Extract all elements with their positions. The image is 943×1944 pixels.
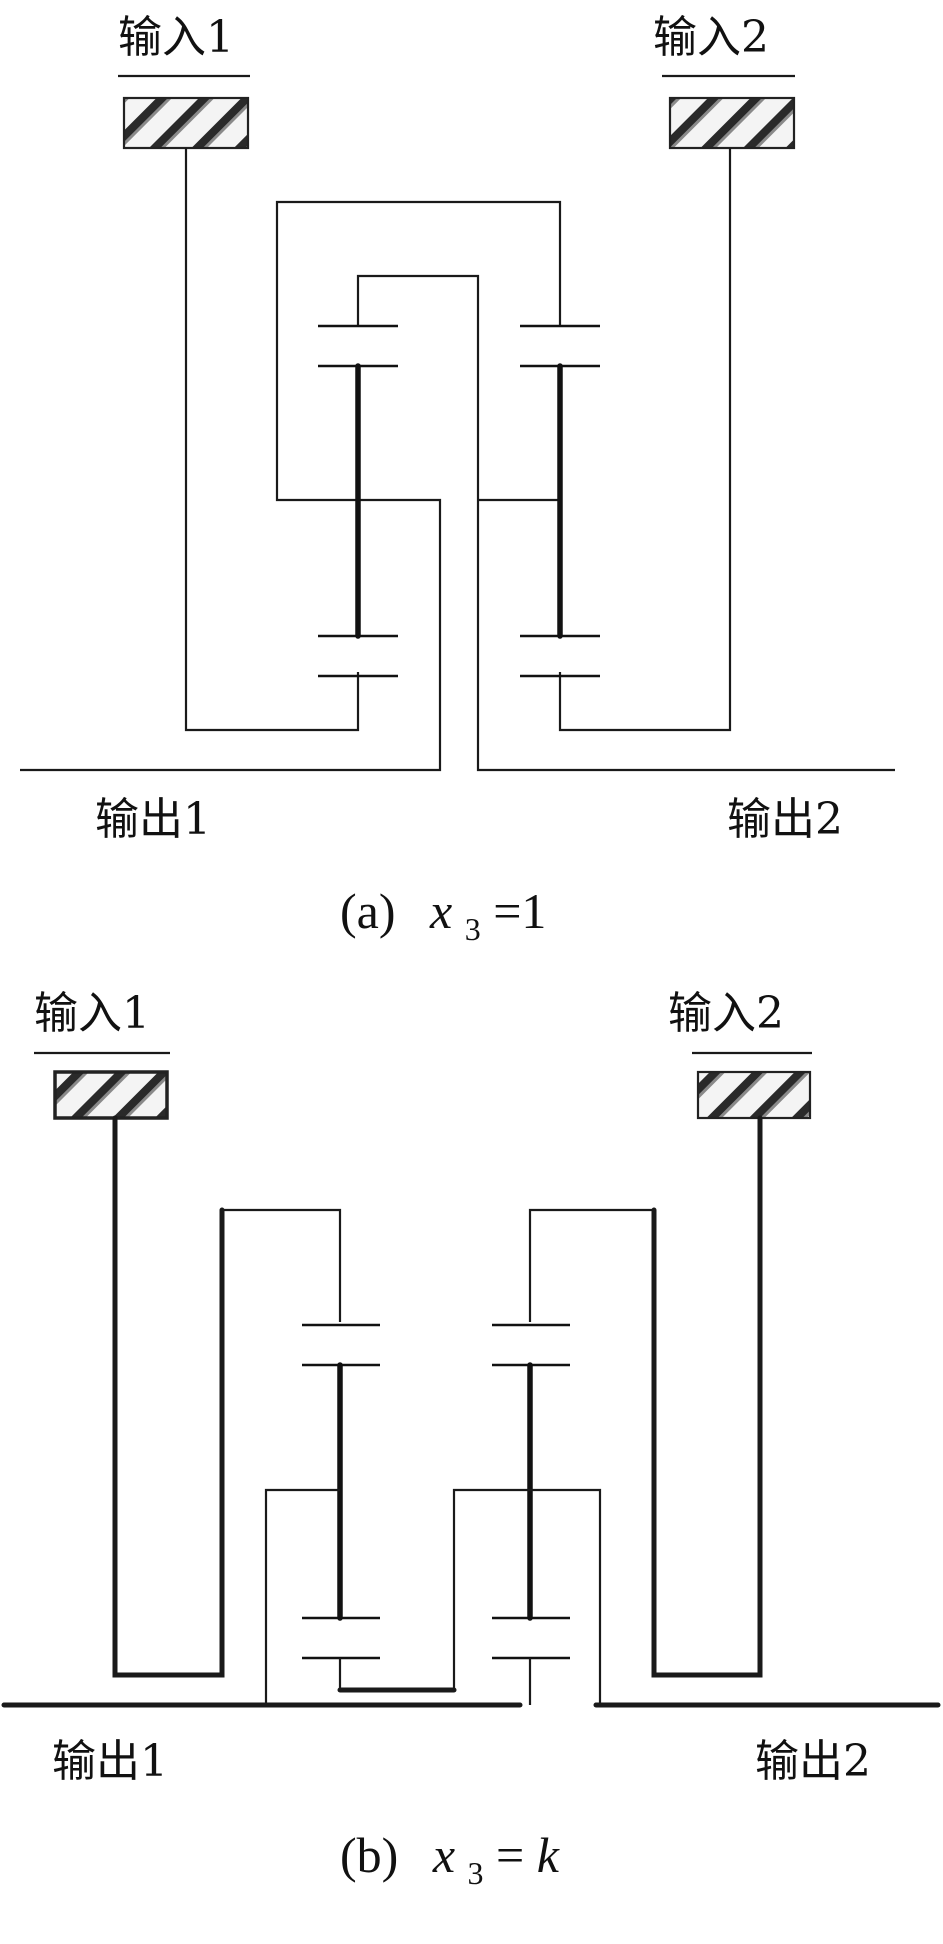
caption-a-var: x [429,883,452,939]
input2-shaft-b [651,1115,763,1678]
input2-hatched-block-a [668,96,796,150]
input1-label-b: 输入1 [34,988,150,1039]
input2-label-b: 输入2 [668,988,784,1039]
input1-shaft-b [112,1115,225,1678]
input1-label-a: 输入1 [118,12,234,63]
caption-a-sub: 3 [465,911,481,947]
caption-a-eq: =1 [493,883,546,939]
caption-b-sub: 3 [468,1855,484,1891]
input2-hatched-block-b [696,1070,812,1120]
caption-b-k: k [537,1827,560,1883]
caption-a-prefix: (a) [340,883,396,939]
diagram-b: 输入1 输入2 输出1 输出2 [1,988,941,1895]
output1-label-a: 输出1 [95,794,211,845]
right-ring-link-b [528,1208,654,1322]
caption-b: (b) x 3 = k [340,1827,560,1895]
left-carrier-b [264,1488,340,1705]
caption-b-prefix: (b) [340,1827,398,1883]
right-carrier-b [452,1488,602,1705]
input1-shaft-a [184,148,360,732]
output1-label-b: 输出1 [52,1736,168,1787]
carrier-frame-output2-a [356,274,895,772]
diagram-a: 输入1 输入2 输出1 输出2 (a) x 3 [20,12,895,951]
output2-label-b: 输出2 [755,1736,871,1787]
output2-label-a: 输出2 [727,794,843,845]
caption-b-eq: = [496,1827,524,1883]
input2-label-a: 输入2 [653,12,769,63]
carrier-frame-output1-a [20,200,562,772]
input1-hatched-block-a [122,96,250,150]
caption-b-var: x [432,1827,455,1883]
left-ring-link-b [222,1208,342,1322]
input2-shaft-a [558,148,732,732]
caption-a: (a) x 3 =1 [340,883,546,951]
input1-hatched-block-b [53,1070,169,1120]
